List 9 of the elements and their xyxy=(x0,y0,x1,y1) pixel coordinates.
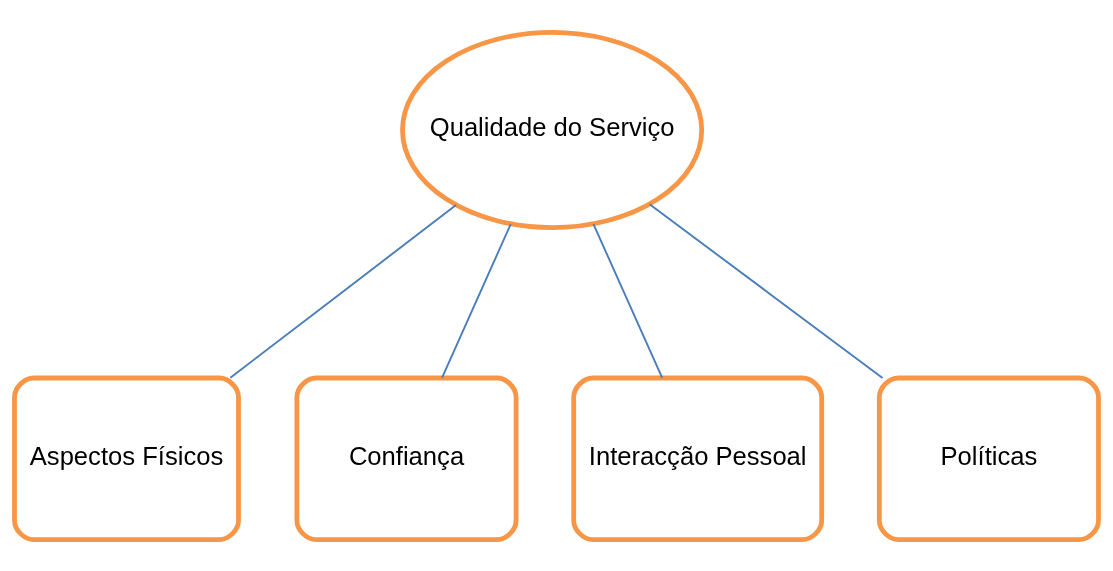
node-box: Aspectos Físicos xyxy=(12,375,241,542)
connector xyxy=(648,202,884,379)
node-box: Políticas xyxy=(876,375,1101,542)
connector xyxy=(441,222,512,379)
node-ellipse: Qualidade do Serviço xyxy=(400,29,705,230)
connector xyxy=(592,222,664,379)
node-box: Confiança xyxy=(294,375,519,542)
connector xyxy=(229,203,457,379)
node-box: Interacção Pessoal xyxy=(571,375,825,542)
